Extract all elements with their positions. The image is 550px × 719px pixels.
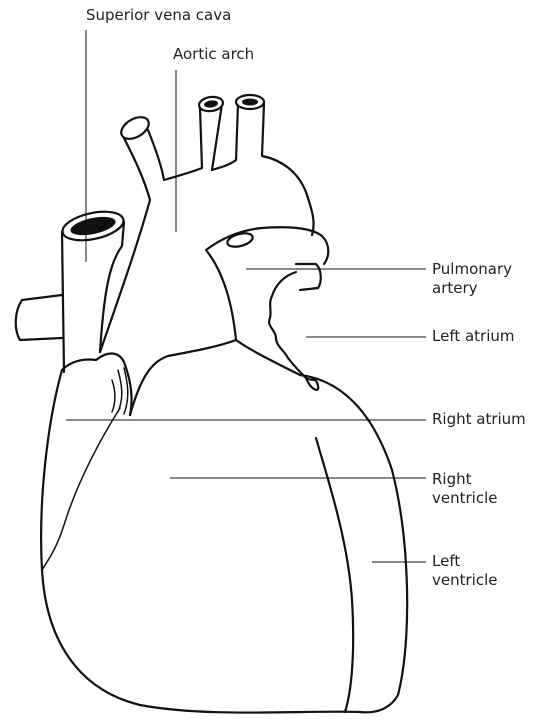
- label-left-atrium: Left atrium: [432, 327, 515, 346]
- superior-vena-cava: [62, 222, 124, 372]
- label-pulmonary-artery: Pulmonary artery: [432, 260, 512, 298]
- pulmonary-trunk: [130, 227, 328, 415]
- left-ventricle-wall: [316, 438, 353, 712]
- label-right-ventricle: Right ventricle: [432, 470, 497, 508]
- left-atrium-edge: [236, 340, 300, 375]
- interventricular-groove: [42, 408, 120, 570]
- label-aortic-arch: Aortic arch: [173, 45, 254, 64]
- side-vessel: [16, 295, 62, 340]
- label-left-ventricle: Left ventricle: [432, 552, 497, 590]
- label-right-atrium: Right atrium: [432, 410, 526, 429]
- brachiocephalic-opening: [118, 113, 153, 144]
- pulmonary-artery-branch: [296, 264, 321, 290]
- pulmonary-opening: [226, 231, 254, 249]
- label-superior-vena-cava: Superior vena cava: [86, 6, 231, 25]
- right-atrium-appendage-lines: [112, 368, 128, 414]
- subclavian-lumen: [242, 99, 258, 106]
